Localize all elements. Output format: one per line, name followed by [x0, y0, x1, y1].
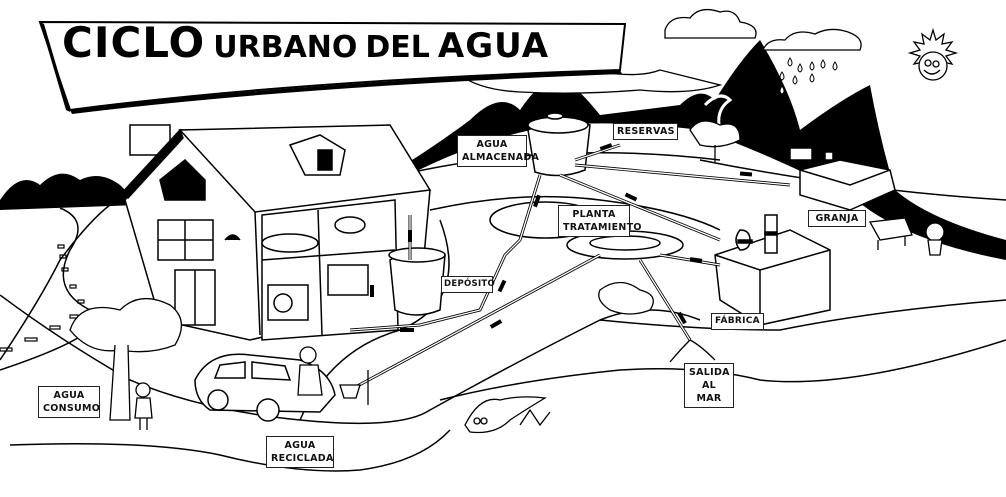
title-word-del: DEL — [365, 30, 430, 65]
label-salida-al-mar: SALIDA AL MAR — [684, 363, 734, 408]
people — [134, 346, 369, 430]
label-granja: GRANJA — [808, 210, 866, 227]
label-line: AGUA — [476, 139, 508, 150]
road-dashes — [0, 244, 85, 352]
label-fabrica: FÁBRICA — [711, 313, 764, 330]
label-planta-tratamiento: PLANTA TRATAMIENTO — [558, 205, 642, 237]
label-line: PLANTA — [572, 209, 616, 220]
label-line: RESERVAS — [617, 126, 675, 137]
label-line: FÁBRICA — [715, 316, 760, 326]
label-agua-reciclada: AGUA RECICLADA — [266, 436, 334, 468]
title-word-ciclo: CICLO — [62, 18, 206, 67]
label-line: GRANJA — [815, 213, 859, 224]
flow-arrows — [370, 143, 753, 332]
label-line: TRATAMIENTO — [563, 222, 642, 233]
storage-tank — [527, 112, 591, 177]
label-line: RECICLADA — [271, 453, 334, 464]
page-title: CICLO URBANO DEL AGUA — [62, 18, 549, 74]
factory — [714, 214, 831, 326]
rain-drops — [779, 57, 838, 95]
title-banner — [38, 20, 627, 114]
cows — [868, 217, 945, 256]
label-line: AGUA — [284, 440, 316, 451]
label-line: DEPÓSITO — [444, 279, 496, 289]
label-line: AL — [701, 380, 716, 391]
label-line: SALIDA — [689, 367, 730, 378]
label-deposito: DEPÓSITO — [441, 276, 496, 293]
fish — [464, 396, 551, 434]
label-line: ALMACENADA — [462, 152, 540, 163]
label-agua-almacenada: AGUA ALMACENADA — [457, 135, 540, 167]
farm — [789, 147, 896, 211]
sun-icon — [907, 27, 959, 81]
deposit-tank — [388, 247, 446, 316]
label-reservas: RESERVAS — [613, 123, 678, 140]
label-agua-consumo: AGUA CONSUMO — [38, 386, 100, 418]
label-line: CONSUMO — [43, 403, 101, 414]
label-line: AGUA — [53, 390, 85, 401]
label-line: MAR — [696, 393, 722, 404]
trees — [69, 120, 741, 421]
clouds — [458, 8, 862, 94]
river-outlet — [669, 339, 716, 363]
title-word-urbano: URBANO — [213, 30, 358, 65]
title-word-agua: AGUA — [437, 26, 550, 66]
